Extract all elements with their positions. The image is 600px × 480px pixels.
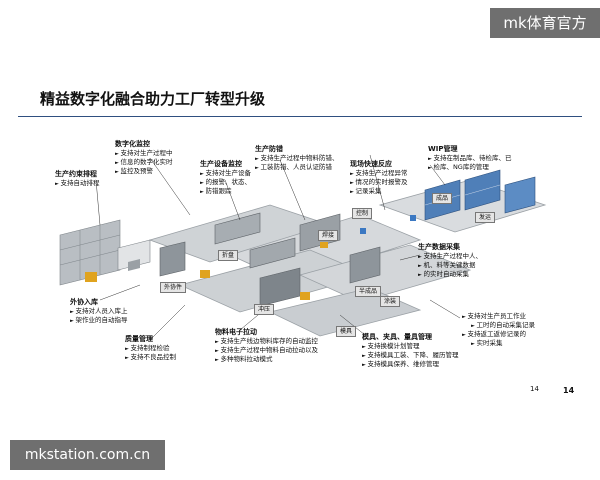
- page-number: 14: [563, 386, 574, 395]
- inbound-racks: [60, 220, 120, 285]
- block-material: 物料电子拉动 支持生产线边物料库存的自动监控 支持生产过程中物料自动拉动以及 多…: [215, 328, 318, 364]
- watermark-bottom: mkstation.com.cn: [10, 440, 165, 470]
- block-equipment: 生产设备监控 支持对生产设备 的报警、状态、 防错跟踪: [200, 160, 251, 196]
- block-response: 现场快速反应 支持生产过程异常 情况的实时报警及 记录采集: [350, 160, 407, 196]
- block-tooling: 模具、夹具、量具管理 支持换模计划管理 支持模具工装、下降、履历管理 支持模具保…: [362, 333, 458, 369]
- page-number-small: 14: [530, 385, 539, 393]
- tag-moju: 模具: [336, 326, 356, 337]
- block-worker: 支持对生产员工作业 工时的自动采集记录 支持返工返修记录的 实时采集: [462, 312, 535, 348]
- truck: [118, 240, 150, 271]
- tag-waixie: 外协件: [160, 282, 186, 293]
- tag-kongzhi: 控制: [352, 208, 372, 219]
- tag-chengpin: 成品: [432, 193, 452, 204]
- block-schedule-head: 生产约束排程: [55, 170, 99, 179]
- tag-fayun: 发运: [475, 212, 495, 223]
- block-wip: WIP管理 支持在制品库、待检库、已 检库、NG库的管理: [428, 145, 511, 172]
- block-errorproof: 生产防错 支持生产过程中物料防错、 工装防错、人员认证防错: [255, 145, 338, 172]
- block-inbound: 外协入库 支持对人员入库上 架作业的自动指导: [70, 298, 127, 325]
- tag-bianpan: 折盘: [218, 250, 238, 261]
- block-collect: 生产数据采集 支持生产过程中人、 机、料等关键数据 的实时自动采集: [418, 243, 482, 279]
- block-quality: 质量管理 支持制程检验 支持不良品控制: [125, 335, 176, 362]
- tag-banchengpin: 半成品: [355, 286, 381, 297]
- block-monitor: 数字化监控 支持对生产过程中 信息的数字化实时 监控及预警: [115, 140, 172, 176]
- tag-hanjie: 焊接: [318, 230, 338, 241]
- block-schedule: 生产约束排程 支持自动排程: [55, 170, 99, 188]
- tag-chongya: 冲压: [254, 304, 274, 315]
- tag-tuzhuang: 涂装: [380, 296, 400, 307]
